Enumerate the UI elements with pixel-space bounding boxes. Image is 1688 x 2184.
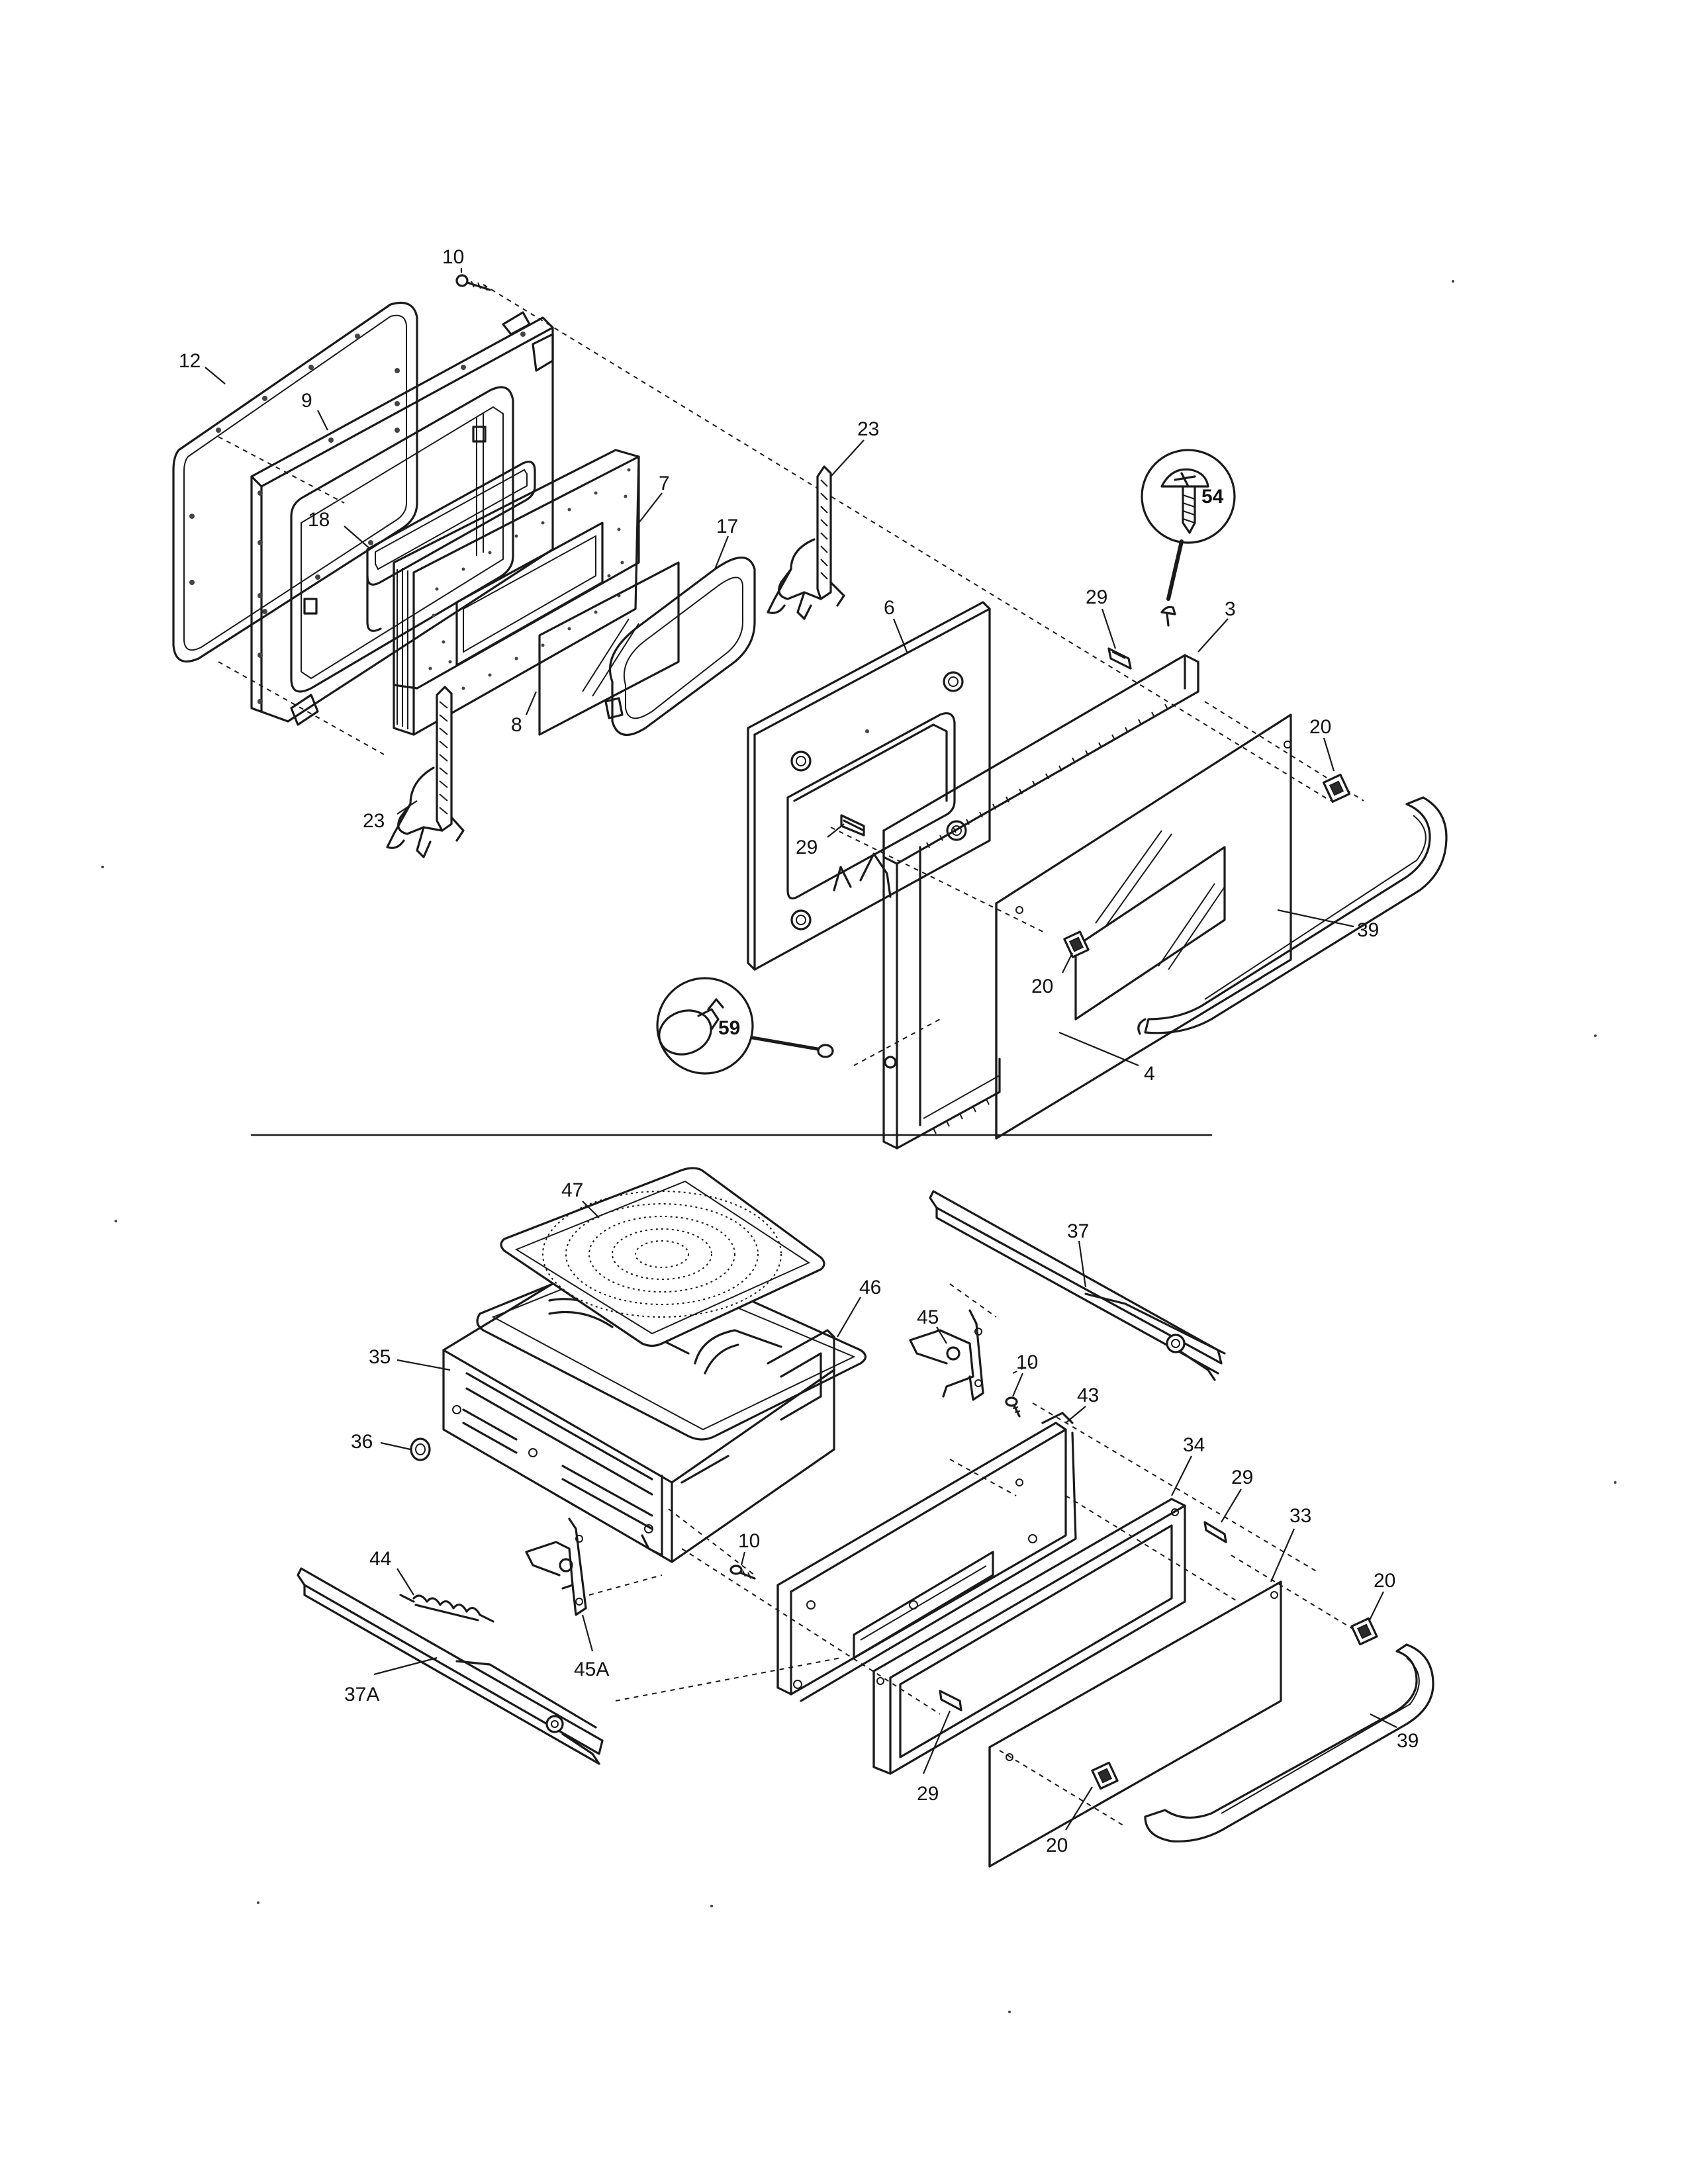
drawer-slide-37 — [929, 1190, 1226, 1381]
callout-29-lower-front: 29 — [917, 1783, 939, 1805]
callout-23-upper: 23 — [857, 418, 879, 440]
callout-29-drawer: 29 — [1231, 1467, 1253, 1488]
clip-20-upper-right — [1322, 773, 1351, 803]
drawer-inner-front-43 — [776, 1412, 1077, 1702]
inner-door-6 — [747, 601, 991, 971]
callout-44: 44 — [369, 1548, 391, 1570]
bumper-36 — [410, 1437, 431, 1461]
callout-46: 46 — [859, 1277, 881, 1298]
callout-54: 54 — [1201, 486, 1224, 508]
plug-59-detail — [656, 977, 834, 1075]
spacer-frame-17 — [604, 556, 756, 736]
callout-7: 7 — [659, 473, 670, 494]
drawer-cover-47 — [500, 1167, 825, 1347]
callout-39-upper: 39 — [1357, 919, 1379, 941]
callout-9: 9 — [301, 390, 312, 412]
lower-alignment-lines — [588, 1283, 1358, 1827]
drawer-slide-37a — [297, 1567, 604, 1765]
callout-39-lower: 39 — [1397, 1730, 1419, 1752]
screw-10-lower-right — [1005, 1396, 1021, 1418]
callout-10-lower-right: 10 — [1016, 1351, 1038, 1373]
scan-specks — [101, 280, 1617, 2013]
door-gasket-12 — [172, 301, 418, 662]
callout-23-lower: 23 — [363, 810, 385, 832]
pin-29-drawer — [1203, 1521, 1227, 1543]
callout-45: 45 — [917, 1306, 939, 1328]
screw-54-detail — [1141, 449, 1236, 601]
pin-29-door — [840, 814, 865, 837]
callout-45a: 45A — [574, 1659, 609, 1680]
callout-10-lower-middle: 10 — [738, 1530, 760, 1552]
callout-4: 4 — [1144, 1063, 1155, 1085]
callout-20-glass: 20 — [1031, 976, 1053, 997]
callout-20-upper-right: 20 — [1309, 716, 1331, 738]
callout-18: 18 — [308, 509, 330, 531]
callout-8: 8 — [511, 714, 522, 736]
drawer-glass-33 — [988, 1580, 1282, 1868]
drawer-frame-34 — [872, 1498, 1186, 1775]
callout-37a: 37A — [344, 1684, 379, 1706]
screw-10-upper — [455, 274, 491, 291]
clip-20-lower-front — [1091, 1761, 1119, 1790]
callout-29-door: 29 — [796, 837, 818, 858]
insulation-7 — [393, 449, 640, 736]
callout-labels: 10 12 9 23 54 7 18 17 6 29 3 8 20 23 29 … — [179, 246, 1419, 1856]
callout-10-upper: 10 — [442, 246, 464, 268]
drawer-handle-39 — [1144, 1643, 1434, 1843]
callout-3: 3 — [1225, 598, 1236, 620]
bracket-45 — [909, 1309, 984, 1401]
upper-leader-lines — [205, 268, 1354, 1067]
door-frame-3 — [882, 654, 1199, 1150]
window-glass-8 — [538, 561, 680, 736]
callout-17: 17 — [716, 516, 738, 537]
drawer-body-35 — [442, 1256, 835, 1563]
door-hinge-23-lower — [386, 686, 465, 858]
callout-37: 37 — [1067, 1220, 1089, 1242]
spring-44 — [399, 1594, 494, 1623]
door-hinge-23-upper — [767, 465, 845, 620]
clip-20-lower-right — [1350, 1617, 1378, 1646]
callout-47: 47 — [561, 1179, 583, 1201]
callout-35: 35 — [369, 1346, 391, 1368]
callout-29-upper: 29 — [1086, 586, 1107, 608]
callout-36: 36 — [351, 1431, 373, 1453]
door-handle-39 — [1137, 796, 1448, 1035]
bracket-45a — [525, 1518, 587, 1616]
callout-20-lower-right: 20 — [1374, 1570, 1395, 1592]
screw-10-lower-middle — [729, 1565, 756, 1580]
callout-59: 59 — [718, 1017, 740, 1039]
screw-54-small — [1160, 606, 1176, 627]
callout-33: 33 — [1289, 1505, 1311, 1527]
lower-leader-lines — [373, 1201, 1397, 1831]
callout-12: 12 — [179, 350, 201, 372]
callout-43: 43 — [1077, 1385, 1099, 1406]
pin-29-lower-front — [939, 1690, 962, 1711]
callout-20-lower-front: 20 — [1046, 1835, 1068, 1856]
pin-29-upper — [1107, 647, 1132, 670]
callout-6: 6 — [884, 597, 895, 619]
outer-glass-4 — [995, 713, 1292, 1140]
gasket-18 — [366, 461, 536, 632]
clip-20-glass — [1063, 931, 1090, 958]
callout-34: 34 — [1183, 1434, 1205, 1456]
